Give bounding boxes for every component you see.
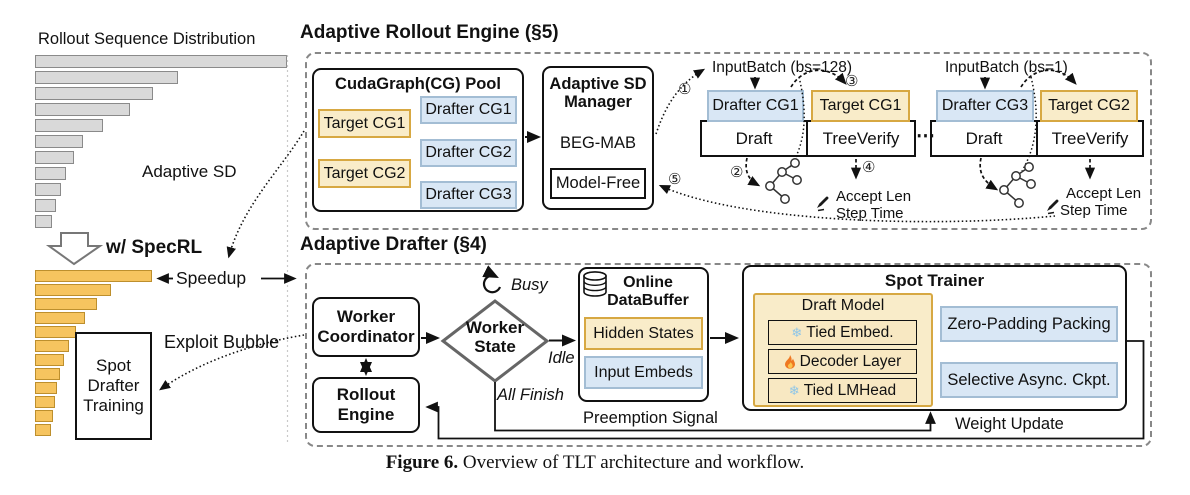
tied-lmhead-label: Tied LMHead [803,381,897,399]
draft-model-title: Draft Model [801,297,885,314]
block-down-arrow-icon [45,232,104,266]
input-batch-1-label: InputBatch (bs=1) [945,59,1068,76]
step-5-badge: ⑤ [668,171,682,188]
exploit-bubble-label: Exploit Bubble [164,332,280,352]
drafter-cg1-chip: Drafter CG1 [420,96,517,124]
figure-caption: Figure 6. Overview of TLT architecture a… [0,452,1190,474]
all-finish-label: All Finish [497,386,564,404]
spot-trainer-title: Spot Trainer [884,271,985,290]
drafter-cg3-active-chip: Drafter CG3 [936,90,1034,122]
draft-phase-box-1: Draft [700,120,808,157]
tied-lmhead-layer: ❄ Tied LMHead [768,378,917,403]
online-databuffer-title: Online DataBuffer [607,274,689,309]
figure-caption-text: Overview of TLT architecture and workflo… [458,452,805,473]
model-free-box: Model-Free [550,168,646,199]
preemption-signal-label: Preemption Signal [583,409,718,427]
rollout-engine-container [305,52,1152,230]
adaptive-sd-label: Adaptive SD [142,162,237,181]
rollout-engine-section-title: Adaptive Rollout Engine (§5) [300,22,559,43]
input-embeds-chip: Input Embeds [584,356,703,389]
figure-caption-label: Figure 6. [385,452,459,473]
cudagraph-pool-title: CudaGraph(CG) Pool [335,75,501,93]
worker-state-diamond-label: Worker State [465,318,525,357]
tied-embed-label: Tied Embed. [806,323,894,341]
target-cg1-active-chip: Target CG1 [811,90,910,122]
beg-mab-label: BEG-MAB [559,134,637,152]
worker-coordinator-box: Worker Coordinator [312,297,420,357]
draft-phase-box-2: Draft [930,120,1038,157]
target-cg2-active-chip: Target CG2 [1040,90,1138,122]
step-time-label-1: Step Time [836,205,904,222]
step-4-badge: ④ [862,159,876,176]
adaptive-drafter-container [305,263,1152,447]
step-2-badge: ② [730,164,744,181]
specrl-distribution-chart [35,270,152,438]
spot-drafter-training-box: Spot Drafter Training [75,332,152,440]
tied-embed-layer: ❄ Tied Embed. [768,320,917,345]
accept-len-label-1: Accept Len [836,188,912,205]
drafter-cg3-chip: Drafter CG3 [420,181,517,209]
input-batch-128-label: InputBatch (bs=128) [712,59,853,76]
adaptive-drafter-section-title: Adaptive Drafter (§4) [300,234,487,255]
adaptive-sd-manager-title: Adaptive SD Manager [549,75,647,112]
target-cg1-chip: Target CG1 [318,109,411,138]
busy-label: Busy [511,276,548,294]
hidden-states-chip: Hidden States [584,317,703,350]
groups-ellipsis: ⋯ [916,126,935,147]
zero-padding-packing-chip: Zero-Padding Packing [940,306,1118,342]
w-specrl-label: w/ SpecRL [106,237,203,258]
step-3-badge: ③ [845,73,859,90]
idle-label: Idle [548,349,575,367]
decoder-layer-label: Decoder Layer [799,352,902,370]
treeverify-phase-box-1: TreeVerify [806,120,916,157]
drafter-cg1-active-chip: Drafter CG1 [707,90,804,122]
drafter-cg2-chip: Drafter CG2 [420,139,517,167]
snowflake-icon: ❄ [791,324,803,340]
speedup-label: Speedup [176,268,247,288]
selective-async-ckpt-chip: Selective Async. Ckpt. [940,362,1118,398]
target-cg2-chip: Target CG2 [318,159,411,188]
step-1-badge: ① [678,81,692,98]
fire-icon [784,354,795,369]
rollout-engine-box: Rollout Engine [312,377,420,433]
rollout-sequence-distribution-chart [35,55,287,231]
left-chart-title: Rollout Sequence Distribution [38,30,256,48]
decoder-layer: Decoder Layer [768,349,917,374]
step-time-label-2: Step Time [1060,202,1128,219]
snowflake-icon: ❄ [788,382,800,398]
weight-update-label: Weight Update [955,415,1064,433]
accept-len-label-2: Accept Len [1066,185,1142,202]
treeverify-phase-box-2: TreeVerify [1036,120,1144,157]
